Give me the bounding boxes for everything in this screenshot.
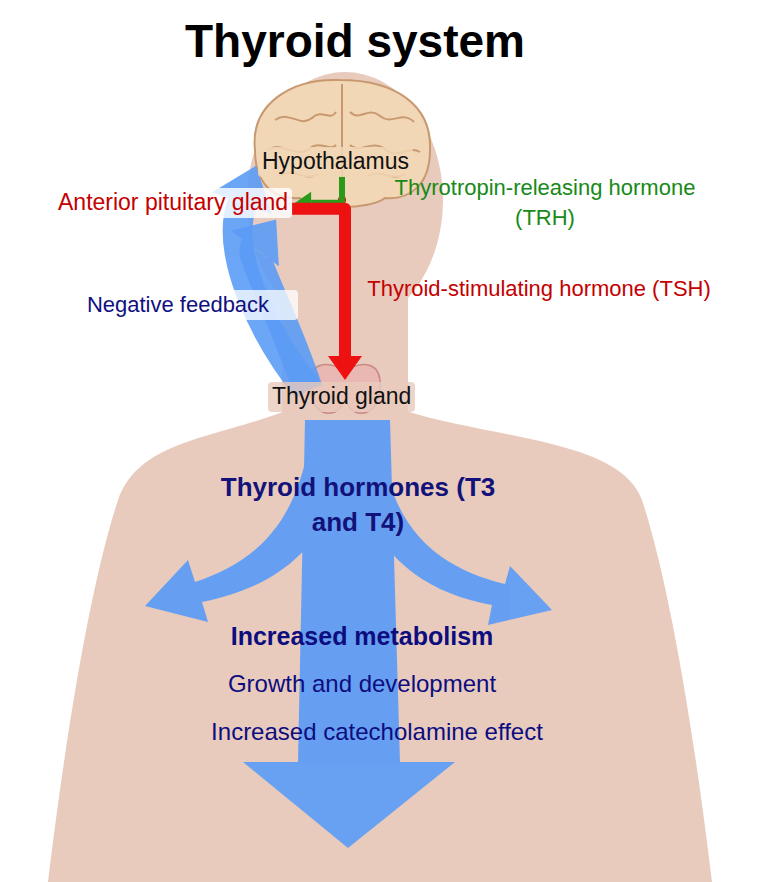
node-text: Thyroid gland bbox=[272, 383, 411, 411]
effect-label: Increased metabolism bbox=[162, 620, 562, 654]
organ-label: Anterior pituitary gland bbox=[54, 188, 292, 218]
connector-line bbox=[311, 177, 342, 203]
diagram-title: Thyroid system bbox=[80, 10, 630, 72]
torso bbox=[48, 410, 712, 882]
node-text: Hypothalamus bbox=[262, 148, 409, 176]
organ-label: Hypothalamus bbox=[258, 147, 413, 177]
edge-label: Thyroid-stimulating hormone (TSH) bbox=[358, 274, 720, 304]
organ-label: Thyroid gland bbox=[268, 382, 415, 412]
edge-label: Thyrotropin-releasing hormone (TRH) bbox=[372, 173, 718, 232]
node-text: Anterior pituitary gland bbox=[58, 189, 288, 217]
arrow-head bbox=[328, 356, 362, 380]
effect-label: Growth and development bbox=[162, 668, 562, 700]
edge-label: Negative feedback bbox=[58, 290, 298, 320]
effect-label: Increased catecholamine effect bbox=[167, 716, 587, 748]
effect-label: Thyroid hormones (T3 and T4) bbox=[213, 470, 503, 540]
arrow-head bbox=[231, 220, 279, 267]
